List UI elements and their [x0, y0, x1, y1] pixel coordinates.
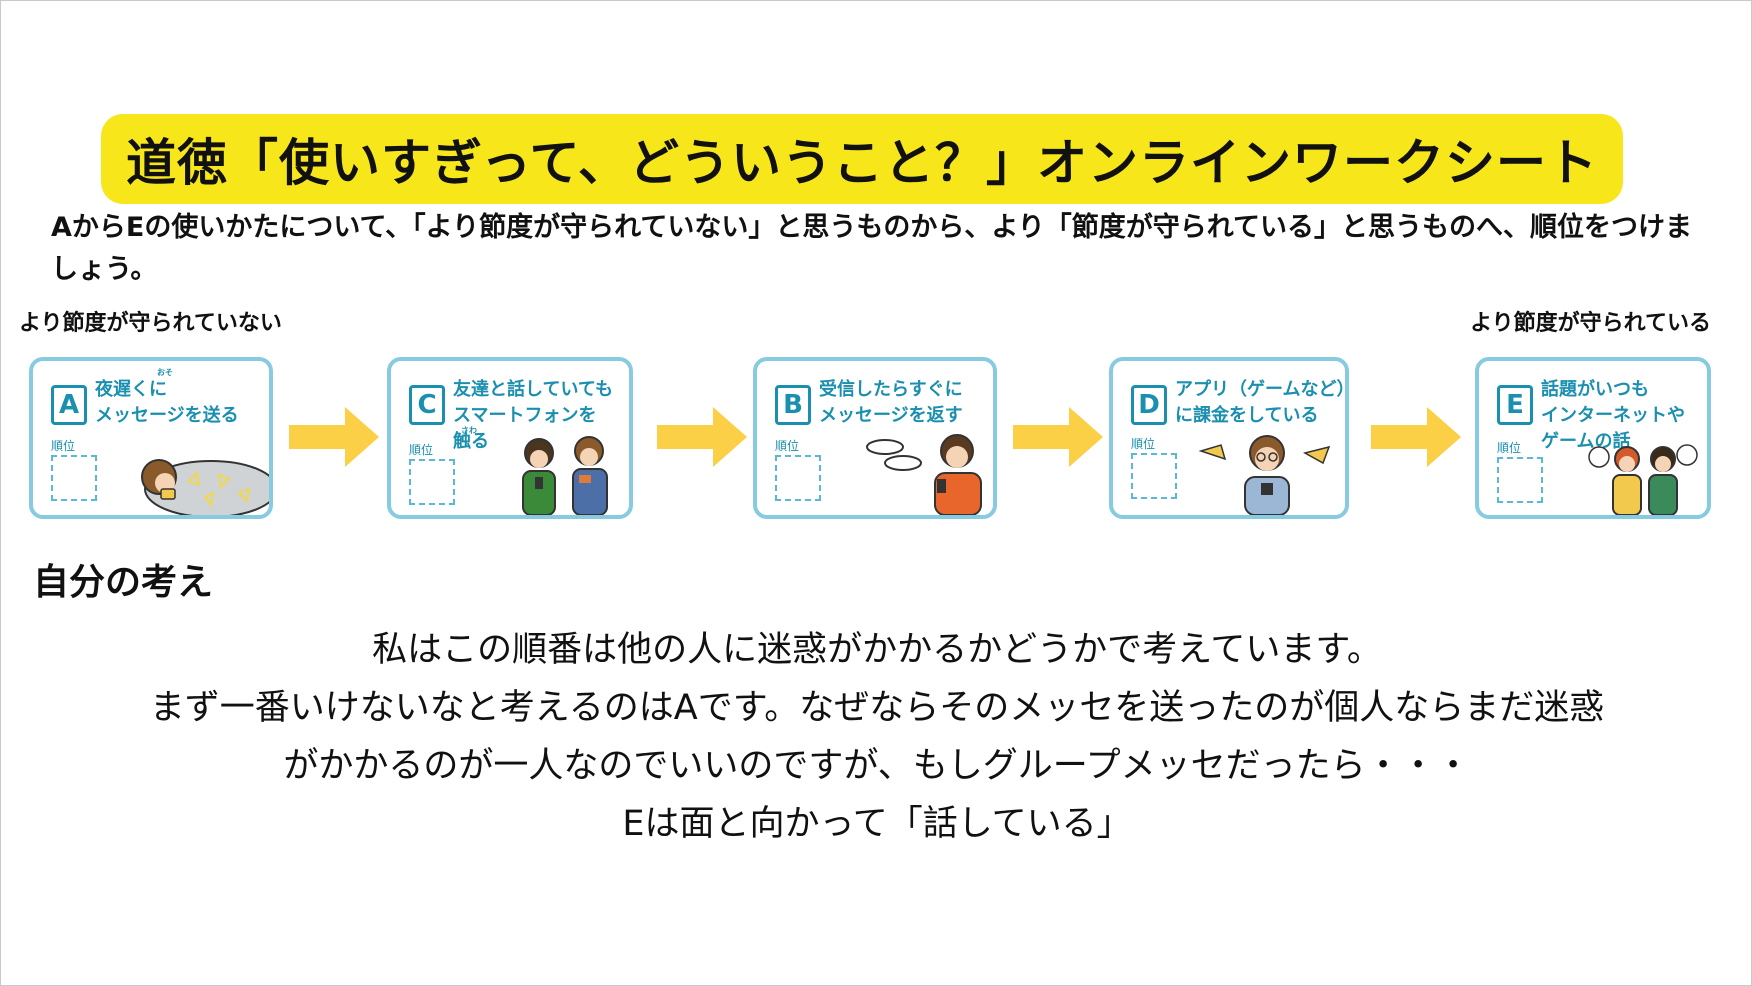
ruby-text: さわ [461, 426, 477, 435]
title-banner: 道徳「使いすぎって、どういうこと？」オンラインワークシート [101, 114, 1623, 204]
answer-line: Eは面と向かって「話している」 [622, 804, 1132, 844]
rank-input-box[interactable] [409, 459, 455, 505]
rank-label: 順位 [1131, 437, 1156, 451]
right-arrow-icon [1013, 407, 1103, 467]
rank-label: 順位 [1497, 441, 1522, 455]
card-description: アプリ（ゲームなど） に課金をしている [1175, 379, 1349, 426]
card-d[interactable]: D アプリ（ゲームなど） に課金をしている 順位 [1109, 357, 1349, 519]
answer-line: まず一番いけないなと考えるのはAです。なぜならそのメッセを送ったのが個人ならまだ… [149, 688, 1605, 728]
card-description: 夜遅くに メッセージを送る [95, 379, 239, 426]
card-description: 友達と話していても スマートフォンを 触る [453, 379, 614, 452]
right-arrow-icon [1371, 407, 1461, 467]
card-b[interactable]: B 受信したらすぐに メッセージを返す 順位 [753, 357, 997, 519]
card-letter: E [1497, 385, 1533, 425]
card-letter: B [775, 385, 811, 425]
sleeping-person-illustration [141, 459, 269, 515]
rank-input-box[interactable] [51, 455, 97, 501]
page-title: 道徳「使いすぎって、どういうこと？」オンラインワークシート [126, 134, 1598, 192]
rank-label: 順位 [409, 443, 434, 457]
rank-input-box[interactable] [1131, 453, 1177, 499]
scale-label-right: より節度が守られている [1470, 311, 1711, 336]
card-letter: A [51, 385, 87, 425]
right-arrow-icon [289, 407, 379, 467]
person-phone-illustration [866, 434, 982, 515]
right-arrow-icon [657, 407, 747, 467]
gaming-person-illustration [1198, 435, 1331, 515]
answer-line: がかかるのが一人なのでいいのですが、もしグループメッセだったら・・・ [283, 746, 1471, 786]
card-letter: C [409, 385, 445, 425]
card-description: 受信したらすぐに メッセージを返す [819, 379, 963, 426]
scale-label-left: より節度が守られていない [19, 311, 282, 336]
rank-input-box[interactable] [1497, 457, 1543, 503]
answer-text[interactable]: 私はこの順番は他の人に迷惑がかかるかどうかで考えています。 まず一番いけないなと… [11, 621, 1743, 853]
friends-talking-illustration [1588, 444, 1698, 515]
card-description: 話題がいつも インターネットや ゲームの話 [1541, 379, 1685, 452]
answer-line: 私はこの順番は他の人に迷惑がかかるかどうかで考えています。 [372, 630, 1382, 670]
card-c[interactable]: C さわ 友達と話していても スマートフォンを 触る 順位 [387, 357, 633, 519]
section-title: 自分の考え [33, 562, 214, 603]
card-a[interactable]: A おそ 夜遅くに メッセージを送る 順位 [29, 357, 273, 519]
rank-label: 順位 [775, 439, 800, 453]
ruby-text: おそ [157, 368, 173, 377]
card-e[interactable]: E 話題がいつも インターネットや ゲームの話 順位 [1475, 357, 1711, 519]
instruction-text: AからEの使いかたについて、「より節度が守られていない」と思うものから、より「節… [51, 212, 1692, 285]
two-friends-illustration [522, 436, 608, 515]
rank-input-box[interactable] [775, 455, 821, 501]
rank-label: 順位 [51, 439, 76, 453]
card-letter: D [1131, 385, 1167, 425]
